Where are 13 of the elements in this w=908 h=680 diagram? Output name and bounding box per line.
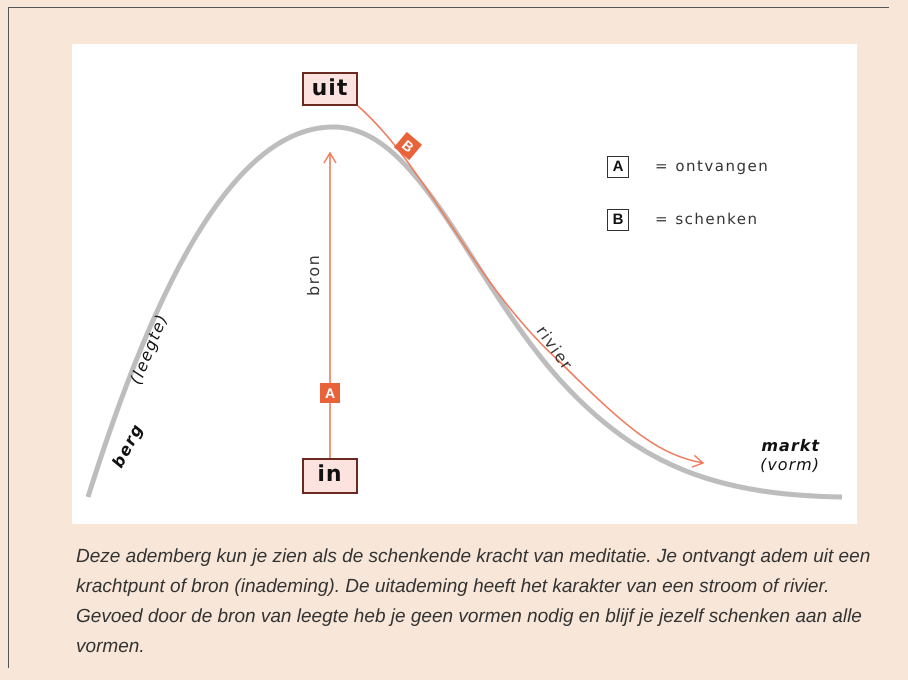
edge-label: bron [304, 254, 323, 296]
marker-tag: A [320, 383, 340, 403]
text-box: in [302, 458, 358, 494]
arrow [357, 105, 704, 468]
legend-text: = schenken [655, 210, 759, 228]
place-label: markt [760, 436, 820, 455]
legend-key: B [607, 209, 629, 231]
place-note: (vorm) [759, 455, 820, 474]
caption: Deze ademberg kun je zien als de schenkende kracht van meditatie. Je ontvangt adem uit een krachtpunt of bron (inademing). De uitademing heeft het karakter van een stroom of rivier. Gevoed door de bron van leegte heb je geen vormen nodig en blijf je jezelf schenken aan alle vormen. [76, 545, 872, 659]
text-box: uit [302, 72, 358, 106]
legend-text: = ontvangen [655, 157, 770, 175]
legend-key: A [607, 156, 629, 178]
arrow [323, 152, 337, 458]
